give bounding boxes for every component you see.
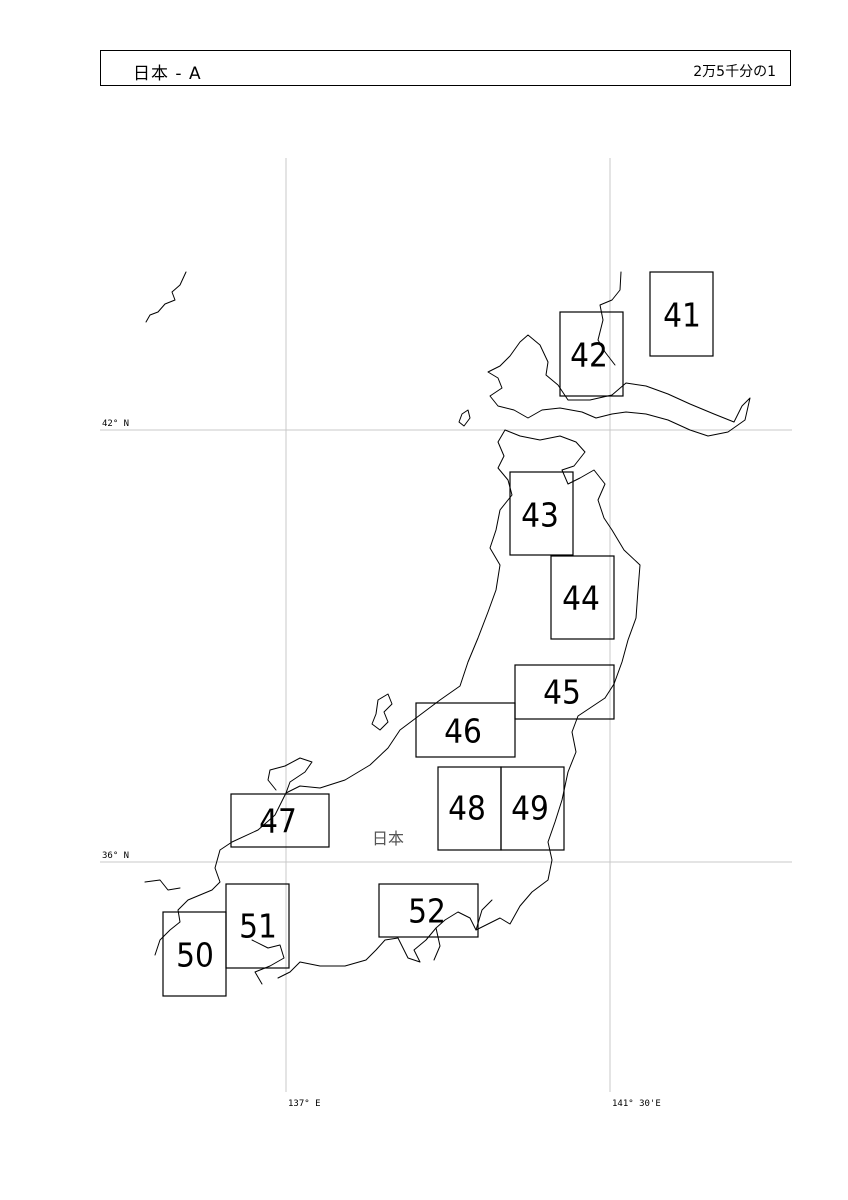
- graticule: [100, 158, 792, 1092]
- sheet-41[interactable]: 41: [649, 271, 714, 357]
- map-scale: 2万5千分の1: [693, 64, 776, 80]
- sheet-52[interactable]: 52: [378, 883, 479, 938]
- sheet-50[interactable]: 50: [162, 911, 227, 997]
- sheet-label-52: 52: [408, 892, 446, 931]
- sheet-label-45: 45: [543, 673, 581, 712]
- coastline-hokkaido: [487, 334, 751, 437]
- sheet-45[interactable]: 45: [514, 664, 615, 720]
- coastline-kii: [154, 894, 201, 956]
- coastline-sado: [371, 693, 393, 731]
- sheet-label-46: 46: [444, 712, 482, 751]
- sheet-label-42: 42: [570, 336, 608, 375]
- coastline-honshu-north: [504, 429, 641, 699]
- sheet-42[interactable]: 42: [559, 311, 624, 397]
- sheet-label-44: 44: [562, 579, 600, 618]
- coastline-izu: [433, 927, 441, 961]
- sheet-label-49: 49: [511, 789, 549, 828]
- map-header: 日本 - A 2万5千分の1: [100, 50, 791, 86]
- coastline-korea: [145, 271, 187, 323]
- sheet-label-50: 50: [176, 936, 214, 975]
- sheet-label-48: 48: [448, 789, 486, 828]
- sheet-label-41: 41: [663, 296, 701, 335]
- sheet-label-47: 47: [259, 802, 297, 841]
- sheet-44[interactable]: 44: [550, 555, 615, 640]
- sheet-43[interactable]: 43: [509, 471, 574, 556]
- region-label: 日本: [372, 829, 404, 848]
- sheet-46[interactable]: 46: [415, 702, 516, 758]
- coastlines: [144, 271, 751, 985]
- gridline-label-36n: 36° N: [102, 851, 129, 861]
- gridline-label-137e: 137° E: [288, 1099, 321, 1109]
- map-title: 日本 - A: [133, 64, 202, 84]
- gridline-label-42n: 42° N: [102, 419, 129, 429]
- sheet-48[interactable]: 48: [437, 766, 502, 851]
- coastline-shikoku: [251, 939, 285, 985]
- sheet-label-43: 43: [521, 496, 559, 535]
- coastline-noto: [267, 757, 313, 794]
- coastline-small-island: [458, 409, 471, 427]
- coastline-honshu-pacific: [277, 697, 606, 979]
- sheet-51[interactable]: 51: [225, 883, 290, 969]
- sheet-label-51: 51: [239, 907, 277, 946]
- gridline-label-141-30e: 141° 30'E: [612, 1099, 661, 1109]
- sheet-49[interactable]: 49: [500, 766, 565, 851]
- coastline-inland-sea: [144, 879, 181, 891]
- sheet-47[interactable]: 47: [230, 793, 330, 848]
